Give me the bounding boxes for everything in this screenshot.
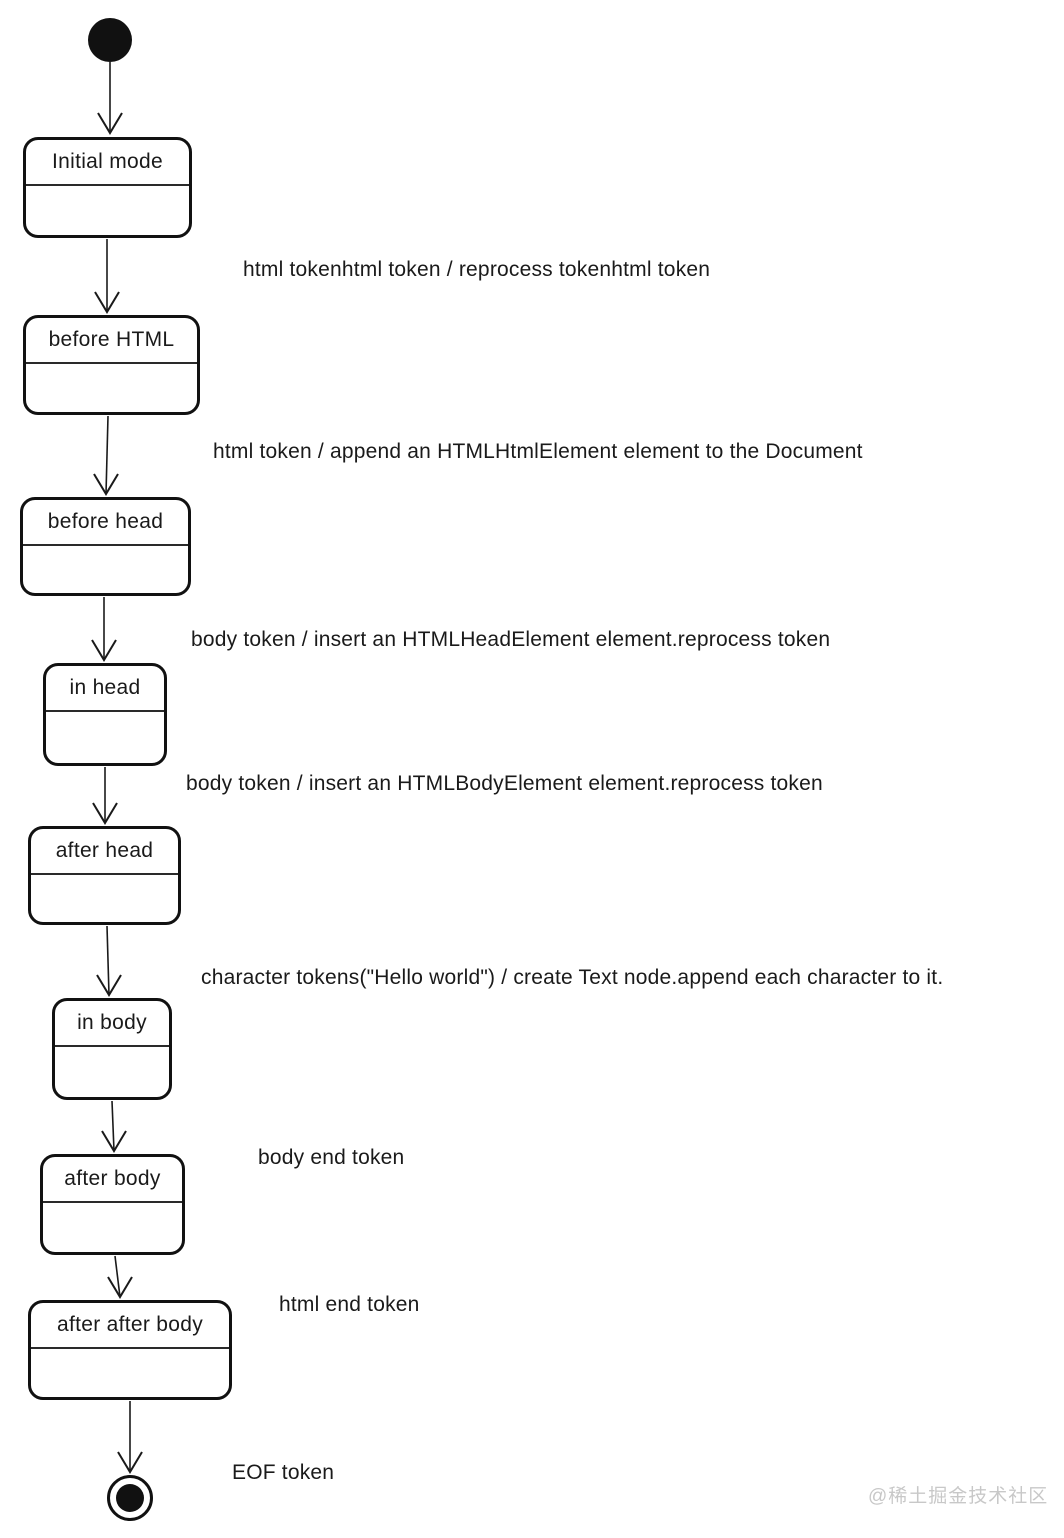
arrow-after-body-to-after-after-body — [107, 1255, 133, 1299]
state-title: after body — [43, 1157, 182, 1203]
transition-label-before-head-to-in-head: body token / insert an HTMLHeadElement e… — [191, 628, 831, 651]
arrow-after-head-to-in-body — [96, 925, 122, 997]
state-after-after-body: after after body — [28, 1300, 232, 1400]
arrow-before-head-to-in-head — [91, 597, 117, 662]
state-title: after head — [31, 829, 178, 875]
state-title: before HTML — [26, 318, 197, 364]
state-after-head: after head — [28, 826, 181, 925]
state-body — [23, 546, 188, 593]
state-title: in head — [46, 666, 164, 712]
transition-label-initial-to-before-html: html tokenhtml token / reprocess tokenht… — [243, 258, 711, 281]
arrow-in-head-to-after-head — [92, 767, 118, 825]
state-body — [46, 712, 164, 763]
transition-label-before-html-to-before-head: html token / append an HTMLHtmlElement e… — [213, 440, 863, 463]
state-in-body: in body — [52, 998, 172, 1100]
arrow-in-body-to-after-body — [101, 1100, 127, 1153]
arrow-start-to-initial-mode — [97, 62, 123, 135]
state-body — [26, 364, 197, 412]
state-title: before head — [23, 500, 188, 546]
state-body — [43, 1203, 182, 1252]
transition-label-after-body-to-after-after-body: html end token — [279, 1293, 420, 1316]
arrow-before-html-to-before-head — [93, 415, 119, 496]
state-body — [31, 875, 178, 922]
transition-label-in-head-to-after-head: body token / insert an HTMLBodyElement e… — [186, 772, 823, 795]
state-initial-mode: Initial mode — [23, 137, 192, 238]
transition-label-after-head-to-in-body: character tokens("Hello world") / create… — [201, 966, 944, 989]
state-title: after after body — [31, 1303, 229, 1349]
transition-label-eof: EOF token — [232, 1461, 335, 1484]
state-title: Initial mode — [26, 140, 189, 186]
transition-label-in-body-to-after-body: body end token — [258, 1146, 405, 1169]
final-state-dot — [116, 1484, 144, 1512]
state-title: in body — [55, 1001, 169, 1047]
state-before-html: before HTML — [23, 315, 200, 415]
state-body — [55, 1047, 169, 1097]
arrow-after-after-body-to-final — [117, 1401, 143, 1474]
state-body — [31, 1349, 229, 1397]
state-body — [26, 186, 189, 235]
final-state-icon — [107, 1475, 153, 1521]
start-state-icon — [88, 18, 132, 62]
state-before-head: before head — [20, 497, 191, 596]
state-in-head: in head — [43, 663, 167, 766]
arrow-initial-mode-to-before-html — [94, 239, 120, 314]
watermark: @稀土掘金技术社区 — [868, 1486, 1049, 1507]
state-after-body: after body — [40, 1154, 185, 1255]
